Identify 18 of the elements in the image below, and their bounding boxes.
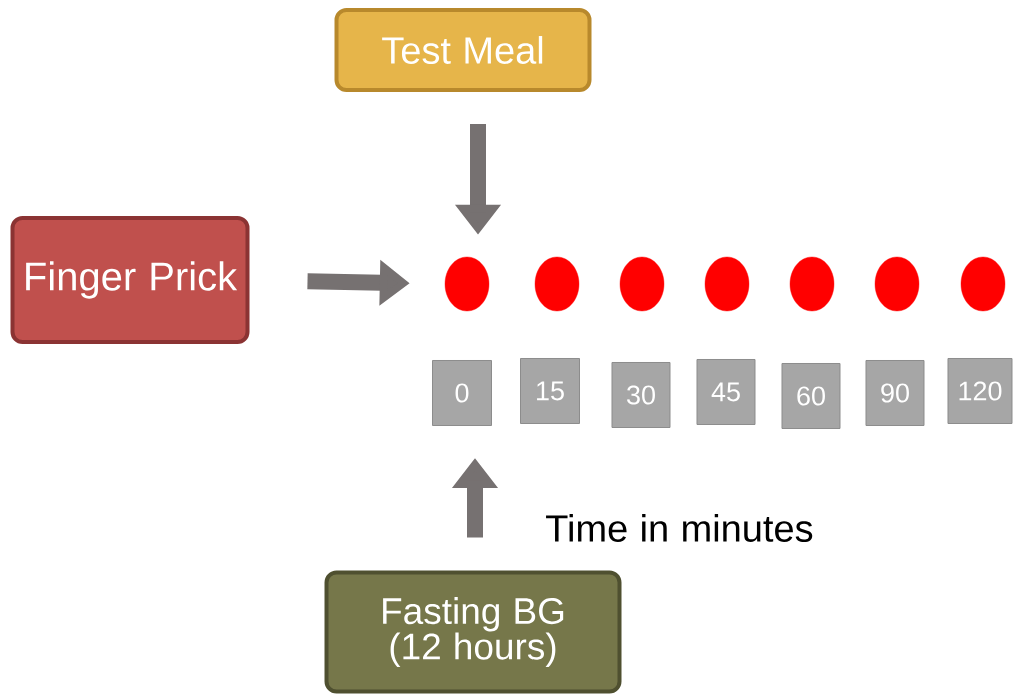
time-box: 0 — [432, 360, 492, 426]
meal-box: Test Meal — [334, 8, 592, 92]
prick-box: Finger Prick — [10, 216, 250, 344]
dot — [960, 256, 1006, 312]
time-box: 60 — [781, 363, 841, 429]
dot — [789, 256, 835, 312]
time-box: 15 — [520, 358, 580, 424]
dot — [619, 256, 665, 312]
time-box: 30 — [611, 362, 671, 428]
dot — [534, 256, 580, 312]
fasting-box: Fasting BG (12 hours) — [324, 570, 622, 694]
time-box: 45 — [696, 359, 756, 425]
dot — [704, 256, 750, 312]
dot — [444, 256, 490, 312]
dot — [874, 256, 920, 312]
time-box: 120 — [947, 358, 1013, 424]
time-box: 90 — [865, 360, 925, 426]
axis-caption: Time in minutes — [546, 514, 813, 542]
